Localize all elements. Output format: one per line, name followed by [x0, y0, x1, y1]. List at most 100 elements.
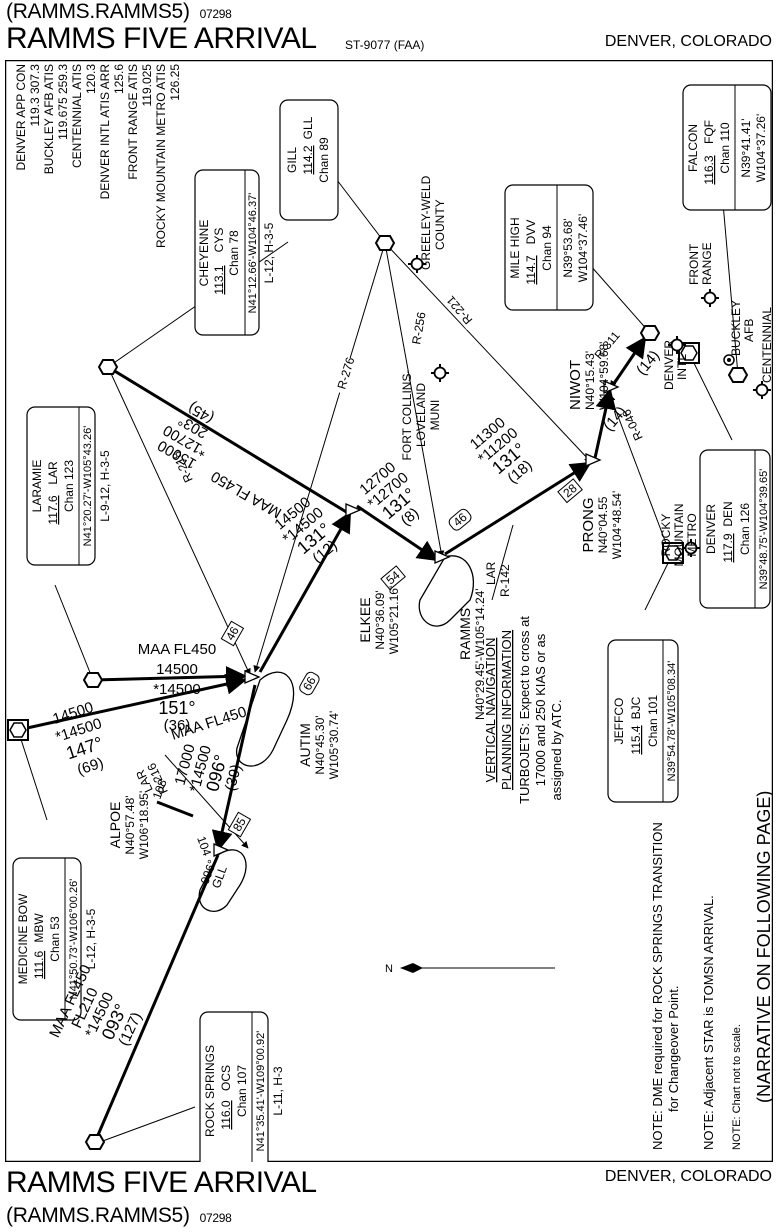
svg-text:Chan 126: Chan 126 — [738, 503, 752, 555]
svg-text:LAR: LAR — [484, 561, 498, 585]
centennial-label: CENTENNIAL — [760, 307, 773, 383]
medicine-bow-vordme-icon[interactable] — [7, 719, 29, 741]
svg-text:MAA FL450: MAA FL450 — [208, 467, 284, 521]
dme-boxes: 46 46 66 54 28 85 — [220, 478, 583, 838]
ramms-coords: N40°29.45'-W105°14.24' — [473, 588, 487, 720]
computer-code: (RAMMS.RAMMS5) — [6, 0, 190, 23]
mile-high-callout — [589, 264, 651, 334]
svg-text:117.6: 117.6 — [46, 495, 60, 524]
svg-text:DEN: DEN — [721, 501, 735, 526]
prong-dvv-route — [611, 336, 647, 386]
niwot-fix-icon[interactable] — [585, 453, 601, 467]
lar-r142-line — [491, 524, 514, 601]
holding-alpoe — [198, 849, 247, 912]
front-range-airport-icon[interactable] — [700, 288, 720, 308]
comm-name: FRONT RANGE ATIS — [126, 64, 140, 180]
radial-r218-line — [107, 366, 251, 676]
buckley-label: BUCKLEY — [729, 300, 743, 356]
svg-text:DVV: DVV — [524, 220, 538, 245]
svg-text:LARAMIE: LARAMIE — [30, 460, 44, 513]
svg-text:L-11, H-3: L-11, H-3 — [271, 1066, 285, 1115]
mile-high-vortac-icon[interactable] — [640, 325, 660, 341]
gill-vortac-icon[interactable] — [375, 235, 395, 251]
comm-freq: 120.3 — [84, 64, 98, 94]
svg-text:Chan 53: Chan 53 — [48, 916, 62, 962]
gill-navaid-box: GILL 114.2 GLL Chan 89 — [279, 99, 339, 221]
svg-text:JEFFCO: JEFFCO — [612, 698, 626, 745]
svg-text:PLANNING INFORMATION: PLANNING INFORMATION — [499, 630, 514, 790]
segment-labels: MAA FL450 15000 *12700 203° (45) MAA FL4… — [46, 347, 663, 1048]
rmm-label: MOUNTAIN — [672, 503, 686, 566]
svg-text:N39°48.75'-W104°39.65': N39°48.75'-W104°39.65' — [758, 469, 770, 590]
comm-freq: 119.3 307.3 — [28, 64, 42, 127]
rock-springs-callout — [99, 1106, 196, 1143]
svg-text:116.0: 116.0 — [219, 1100, 233, 1129]
fort-collins-label: MUNI — [428, 400, 442, 431]
svg-text:DENVER: DENVER — [704, 504, 718, 554]
alpoe-lon: W106°18.95' — [137, 791, 151, 859]
svg-text:N: N — [385, 963, 393, 975]
svg-text:111.6: 111.6 — [32, 951, 46, 980]
niwot-lat: N40°15.43' — [583, 351, 597, 410]
svg-text:114.7: 114.7 — [524, 255, 538, 284]
comm-freq: 125.6 — [112, 64, 126, 94]
svg-text:L-9-12, H-3-5: L-9-12, H-3-5 — [98, 450, 112, 522]
prong-lon: W104°48.54' — [610, 491, 624, 559]
svg-text:113.1: 113.1 — [212, 265, 226, 294]
svg-text:R-256: R-256 — [409, 311, 429, 346]
svg-text:Chan 78: Chan 78 — [227, 230, 241, 276]
front-range-label: RANGE — [700, 242, 714, 285]
svg-text:MILE HIGH: MILE HIGH — [508, 217, 522, 278]
fort-collins-label: LOVELAND — [414, 383, 428, 447]
svg-text:151°: 151° — [158, 698, 195, 718]
niwot-lon: W104°59.68' — [597, 342, 611, 410]
greeley-label: COUNTY — [433, 199, 447, 250]
arrival-chart: DENVER APP CON 119.3 307.3 BUCKLEY AFB A… — [5, 60, 773, 1162]
svg-text:Chan 89: Chan 89 — [317, 137, 331, 183]
svg-text:L-12, H-3-5: L-12, H-3-5 — [262, 222, 276, 283]
rock-springs-route — [93, 854, 220, 1143]
svg-text:W104°37.46': W104°37.46' — [576, 214, 590, 282]
gill-callout — [336, 179, 386, 244]
location-header: DENVER, COLORADO — [604, 33, 772, 50]
radial-r276-line — [253, 242, 386, 673]
svg-text:W104°37.26': W104°37.26' — [754, 114, 768, 182]
denver-navaid-box: DENVER 117.9 DEN Chan 126 N39°48.75'-W10… — [699, 449, 771, 609]
svg-text:ROCK SPRINGS: ROCK SPRINGS — [203, 1045, 217, 1137]
svg-text:MBW: MBW — [32, 913, 46, 943]
comm-name: DENVER INTL ATIS ARR — [98, 64, 112, 200]
svg-text:104: 104 — [194, 834, 214, 858]
svg-text:MEDICINE BOW: MEDICINE BOW — [16, 893, 30, 984]
notes: NOTE: DME required for ROCK SPRINGS TRAN… — [650, 791, 773, 1150]
communications-block: DENVER APP CON 119.3 307.3 BUCKLEY AFB A… — [14, 64, 182, 248]
holding-ramms — [418, 555, 475, 627]
svg-text:17000 and 250 KIAS or as: 17000 and 250 KIAS or as — [533, 633, 548, 786]
svg-text:Chan 101: Chan 101 — [646, 695, 660, 747]
holding-autim — [236, 671, 295, 767]
rock-springs-vortac-icon[interactable] — [85, 1134, 105, 1150]
elkee-name: ELKEE — [357, 597, 373, 642]
svg-text:VERTICAL NAVIGATION: VERTICAL NAVIGATION — [483, 638, 498, 783]
buckley-airport-icon[interactable] — [723, 354, 735, 366]
laramie-vortac-icon[interactable] — [83, 672, 103, 688]
chart-border — [5, 60, 773, 1162]
rmm-label: METRO — [685, 513, 699, 556]
fort-collins-airport-icon[interactable] — [430, 363, 450, 383]
cheyenne-vortac-icon[interactable] — [98, 359, 118, 375]
fort-collins-label: FORT COLLINS- — [400, 370, 414, 461]
prong-lat: N40°04.55 — [596, 496, 610, 553]
rock-springs-navaid-box: ROCK SPRINGS 116.0 OCS Chan 107 N41°35.4… — [199, 1011, 285, 1162]
elkee-ramms-route — [356, 504, 439, 562]
svg-text:MAA FL450: MAA FL450 — [138, 641, 216, 658]
comm-name: CENTENNIAL ATIS — [70, 64, 84, 168]
alpoe-fix-icon[interactable] — [213, 843, 229, 857]
svg-text:assigned by ATC.: assigned by ATC. — [549, 700, 564, 801]
svg-text:(36): (36) — [164, 717, 191, 734]
laramie-route — [92, 666, 248, 687]
autim-fix-icon[interactable] — [244, 670, 260, 684]
medicine-bow-route — [17, 673, 248, 732]
svg-text:116.3: 116.3 — [702, 155, 716, 184]
falcon-vortac-icon[interactable] — [728, 367, 748, 383]
svg-text:(14): (14) — [633, 347, 663, 378]
svg-text:85: 85 — [230, 815, 249, 834]
